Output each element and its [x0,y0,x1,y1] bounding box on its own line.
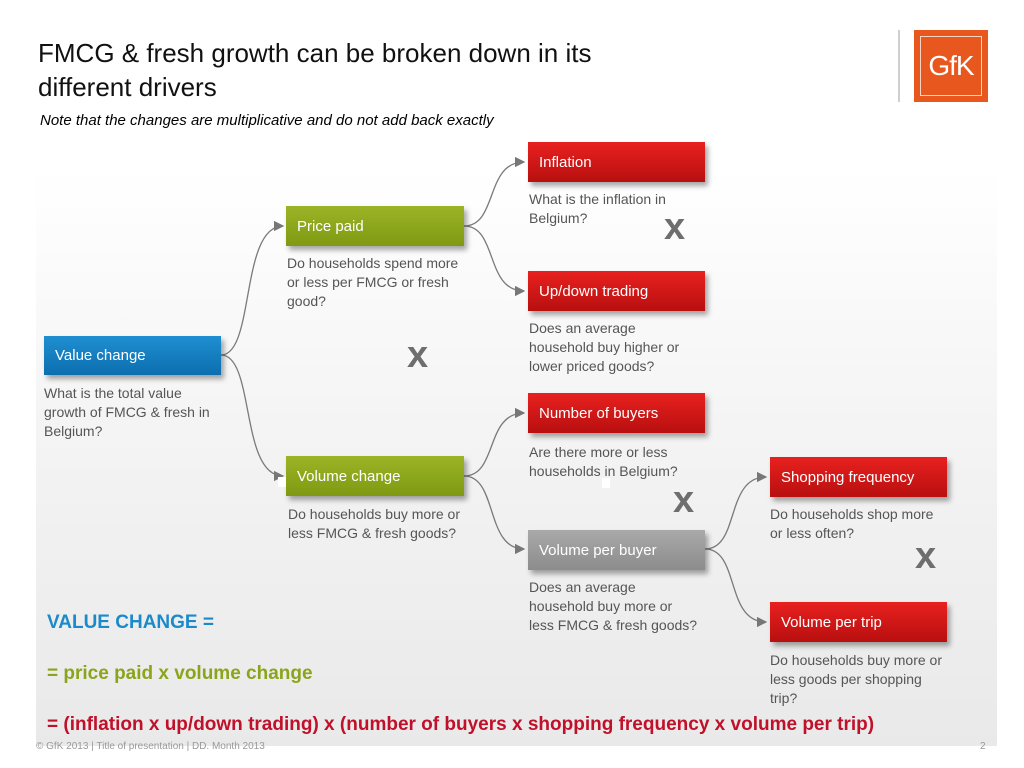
connector-value-price [220,220,285,356]
node-desc-value-change: What is the total value growth of FMCG &… [44,385,210,439]
node-desc-number-of-buyers: Are there more or less households in Bel… [529,444,678,479]
node-desc-shopping-frequency: Do households shop more or less often? [770,506,934,541]
gfk-logo: GfK [914,30,988,102]
node-volume-per-buyer: Volume per buyer [528,530,705,570]
node-label: Shopping frequency [781,468,915,486]
marker-square [602,478,610,488]
node-label: Number of buyers [539,404,659,422]
node-label: Up/down trading [539,282,649,300]
node-label: Inflation [539,153,592,171]
multiply-icon: x [915,535,937,577]
connector-price-trading [463,225,526,297]
node-volume-per-trip: Volume per trip [770,602,947,642]
node-desc-volume-per-trip: Do households buy more or less goods per… [770,652,942,706]
header-divider [898,30,900,102]
node-label: Volume per trip [781,613,882,631]
node-desc-inflation: What is the inflation in Belgium? [529,191,666,226]
node-price-paid: Price paid [286,206,464,246]
marker-square [278,477,286,487]
multiply-icon: x [664,206,686,248]
page-number: 2 [980,741,986,752]
connector-volume-perbuyer [463,475,526,555]
connector-perbuyer-trip [704,548,768,628]
node-desc-price-paid: Do households spend more or less per FMC… [287,255,459,309]
node-label: Value change [55,347,146,364]
node-shopping-frequency: Shopping frequency [770,457,947,497]
node-volume-change: Volume change [286,456,464,496]
multiply-icon: x [673,479,695,521]
connector-price-inflation [463,156,526,227]
node-desc-volume-per-buyer: Does an average household buy more or le… [529,579,698,633]
connector-volume-buyers [463,407,526,477]
node-inflation: Inflation [528,142,705,182]
connector-value-volume [220,354,285,482]
formula-line-1: VALUE CHANGE = [47,612,214,633]
formula-line-3: = (inflation x up/down trading) x (numbe… [47,714,875,735]
node-label: Price paid [297,217,364,235]
page-subtitle: Note that the changes are multiplicative… [40,112,494,129]
node-label: Volume change [297,467,401,485]
connector-perbuyer-frequency [704,471,768,550]
node-up-down-trading: Up/down trading [528,271,705,311]
node-value-change: Value change [44,336,221,375]
node-label: Volume per buyer [539,541,657,559]
formula-line-2: = price paid x volume change [47,663,313,684]
logo-text: GfK [920,36,982,96]
node-number-of-buyers: Number of buyers [528,393,705,433]
node-desc-up-down-trading: Does an average household buy higher or … [529,320,680,374]
footer-text: © GfK 2013 | Title of presentation | DD.… [36,741,265,752]
node-desc-volume-change: Do households buy more or less FMCG & fr… [288,506,460,541]
multiply-icon: x [407,334,429,376]
page-title: FMCG & fresh growth can be broken down i… [38,38,592,102]
